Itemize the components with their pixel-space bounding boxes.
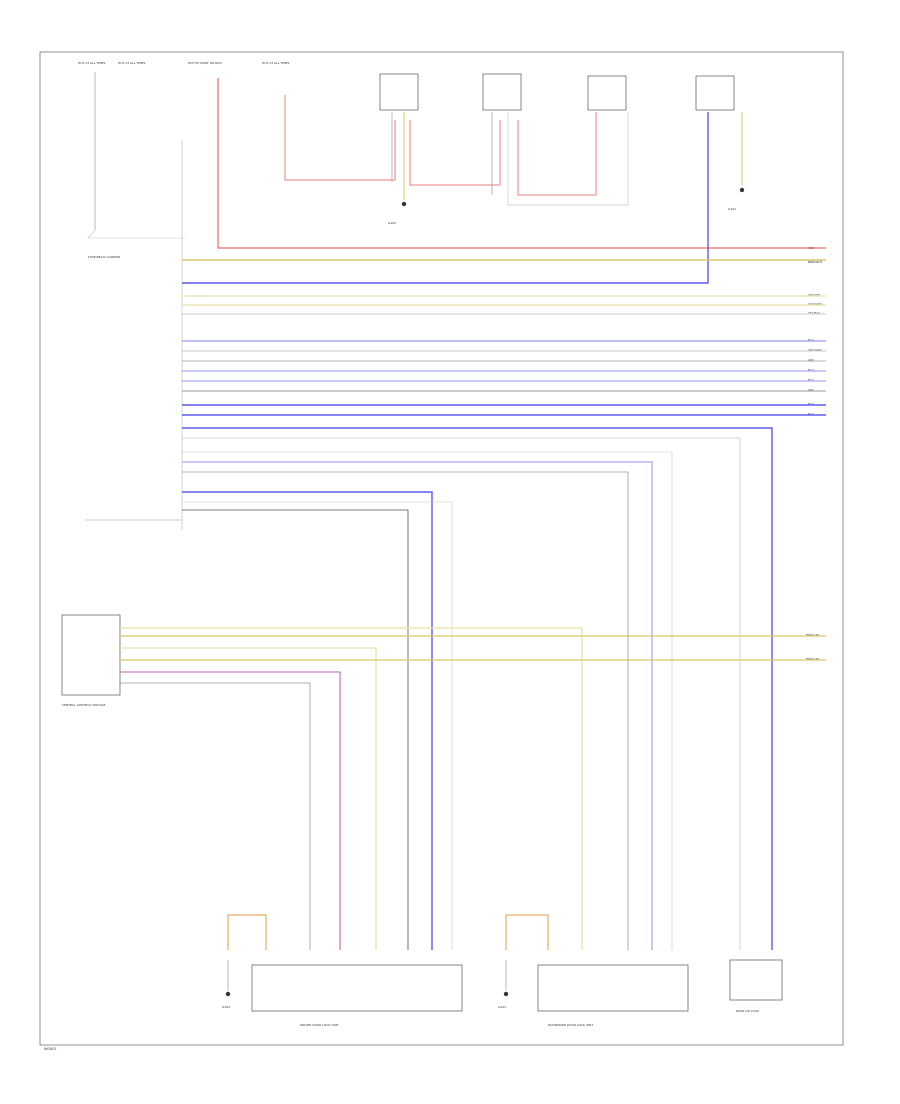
mark-layer xyxy=(225,187,745,997)
wire-29 xyxy=(182,461,653,950)
ground-label-1: G100 xyxy=(388,221,396,225)
right-label-m2: GRY/GRN xyxy=(808,348,822,352)
switch-component-2 xyxy=(695,75,735,111)
ground-symbol-2 xyxy=(739,187,745,193)
fuse-label-4: HOT AT ALL TIMES xyxy=(262,61,290,65)
wire-33 xyxy=(182,509,409,950)
footer-code: W0001 xyxy=(44,1047,57,1051)
right-label-m7: BLU xyxy=(808,402,814,406)
right-label-l1: BRN/GRY xyxy=(806,633,820,637)
right-label-u2: BRN/WHT xyxy=(808,260,823,264)
ground-label-2: G101 xyxy=(728,207,736,211)
wire-30 xyxy=(182,471,629,950)
wire-5 xyxy=(284,95,396,181)
central-control-module xyxy=(61,614,121,696)
wire-41 xyxy=(227,914,267,950)
wire-32 xyxy=(182,501,453,950)
switch-component-1 xyxy=(587,75,627,111)
fuse-label-1: HOT AT ALL TIMES xyxy=(78,61,106,65)
ground-label-4: G103 xyxy=(498,1005,506,1009)
ground-label-3: G102 xyxy=(222,1005,230,1009)
right-label-u3: GRY/YEL xyxy=(808,293,821,297)
rear-lid-lock xyxy=(729,959,783,1001)
wire-layer xyxy=(85,72,826,990)
wire-7 xyxy=(517,112,597,196)
wire-42 xyxy=(505,914,549,950)
rear-lock-label: REAR LID LOCK xyxy=(736,1009,760,1013)
fuse-label-3: HOT IN START OR RUN xyxy=(188,61,222,65)
passenger-door-lock-unit xyxy=(537,964,689,1012)
wire-2 xyxy=(87,229,185,239)
right-label-l2: BRN/GRY xyxy=(806,657,820,661)
wire-4 xyxy=(217,78,826,249)
ground-symbol-1 xyxy=(401,201,407,207)
wire-26 xyxy=(182,427,773,950)
right-label-m4: BLU xyxy=(808,368,814,372)
driver-door-lock-unit xyxy=(251,964,463,1012)
right-label-m1: BLU xyxy=(808,338,814,342)
ground-symbol-4 xyxy=(503,991,509,997)
fuse-label-2: HOT AT ALL TIMES xyxy=(118,61,146,65)
wire-37 xyxy=(120,647,377,950)
passenger-lock-label: PASSENGER DOOR LOCK UNIT xyxy=(548,1023,593,1027)
diagram-frame xyxy=(39,51,844,1046)
right-label-m8: BLU xyxy=(808,412,814,416)
wire-39 xyxy=(120,671,341,950)
ground-symbol-3 xyxy=(225,991,231,997)
wire-27 xyxy=(182,437,741,950)
wire-40 xyxy=(120,682,311,950)
relay-component-2 xyxy=(482,73,522,111)
fuse-block-label: FUSE/RELAY CARRIER xyxy=(88,255,120,259)
wire-13 xyxy=(182,112,709,284)
wire-35 xyxy=(120,627,583,950)
wire-6 xyxy=(409,120,501,186)
driver-lock-label: DRIVER DOOR LOCK UNIT xyxy=(300,1023,339,1027)
right-label-m6: GRY xyxy=(808,388,814,392)
wire-11 xyxy=(507,112,629,206)
right-label-u5: YEL/BLK xyxy=(808,311,821,315)
central-module-label: CENTRAL CONTROL MODULE xyxy=(62,703,105,707)
wire-31 xyxy=(182,491,433,950)
wire-28 xyxy=(182,451,673,950)
right-label-u4: GRY/GRN xyxy=(808,302,822,306)
right-label-m5: BLU xyxy=(808,378,814,382)
right-label-m3: GRY xyxy=(808,358,814,362)
relay-component-1 xyxy=(379,73,419,111)
